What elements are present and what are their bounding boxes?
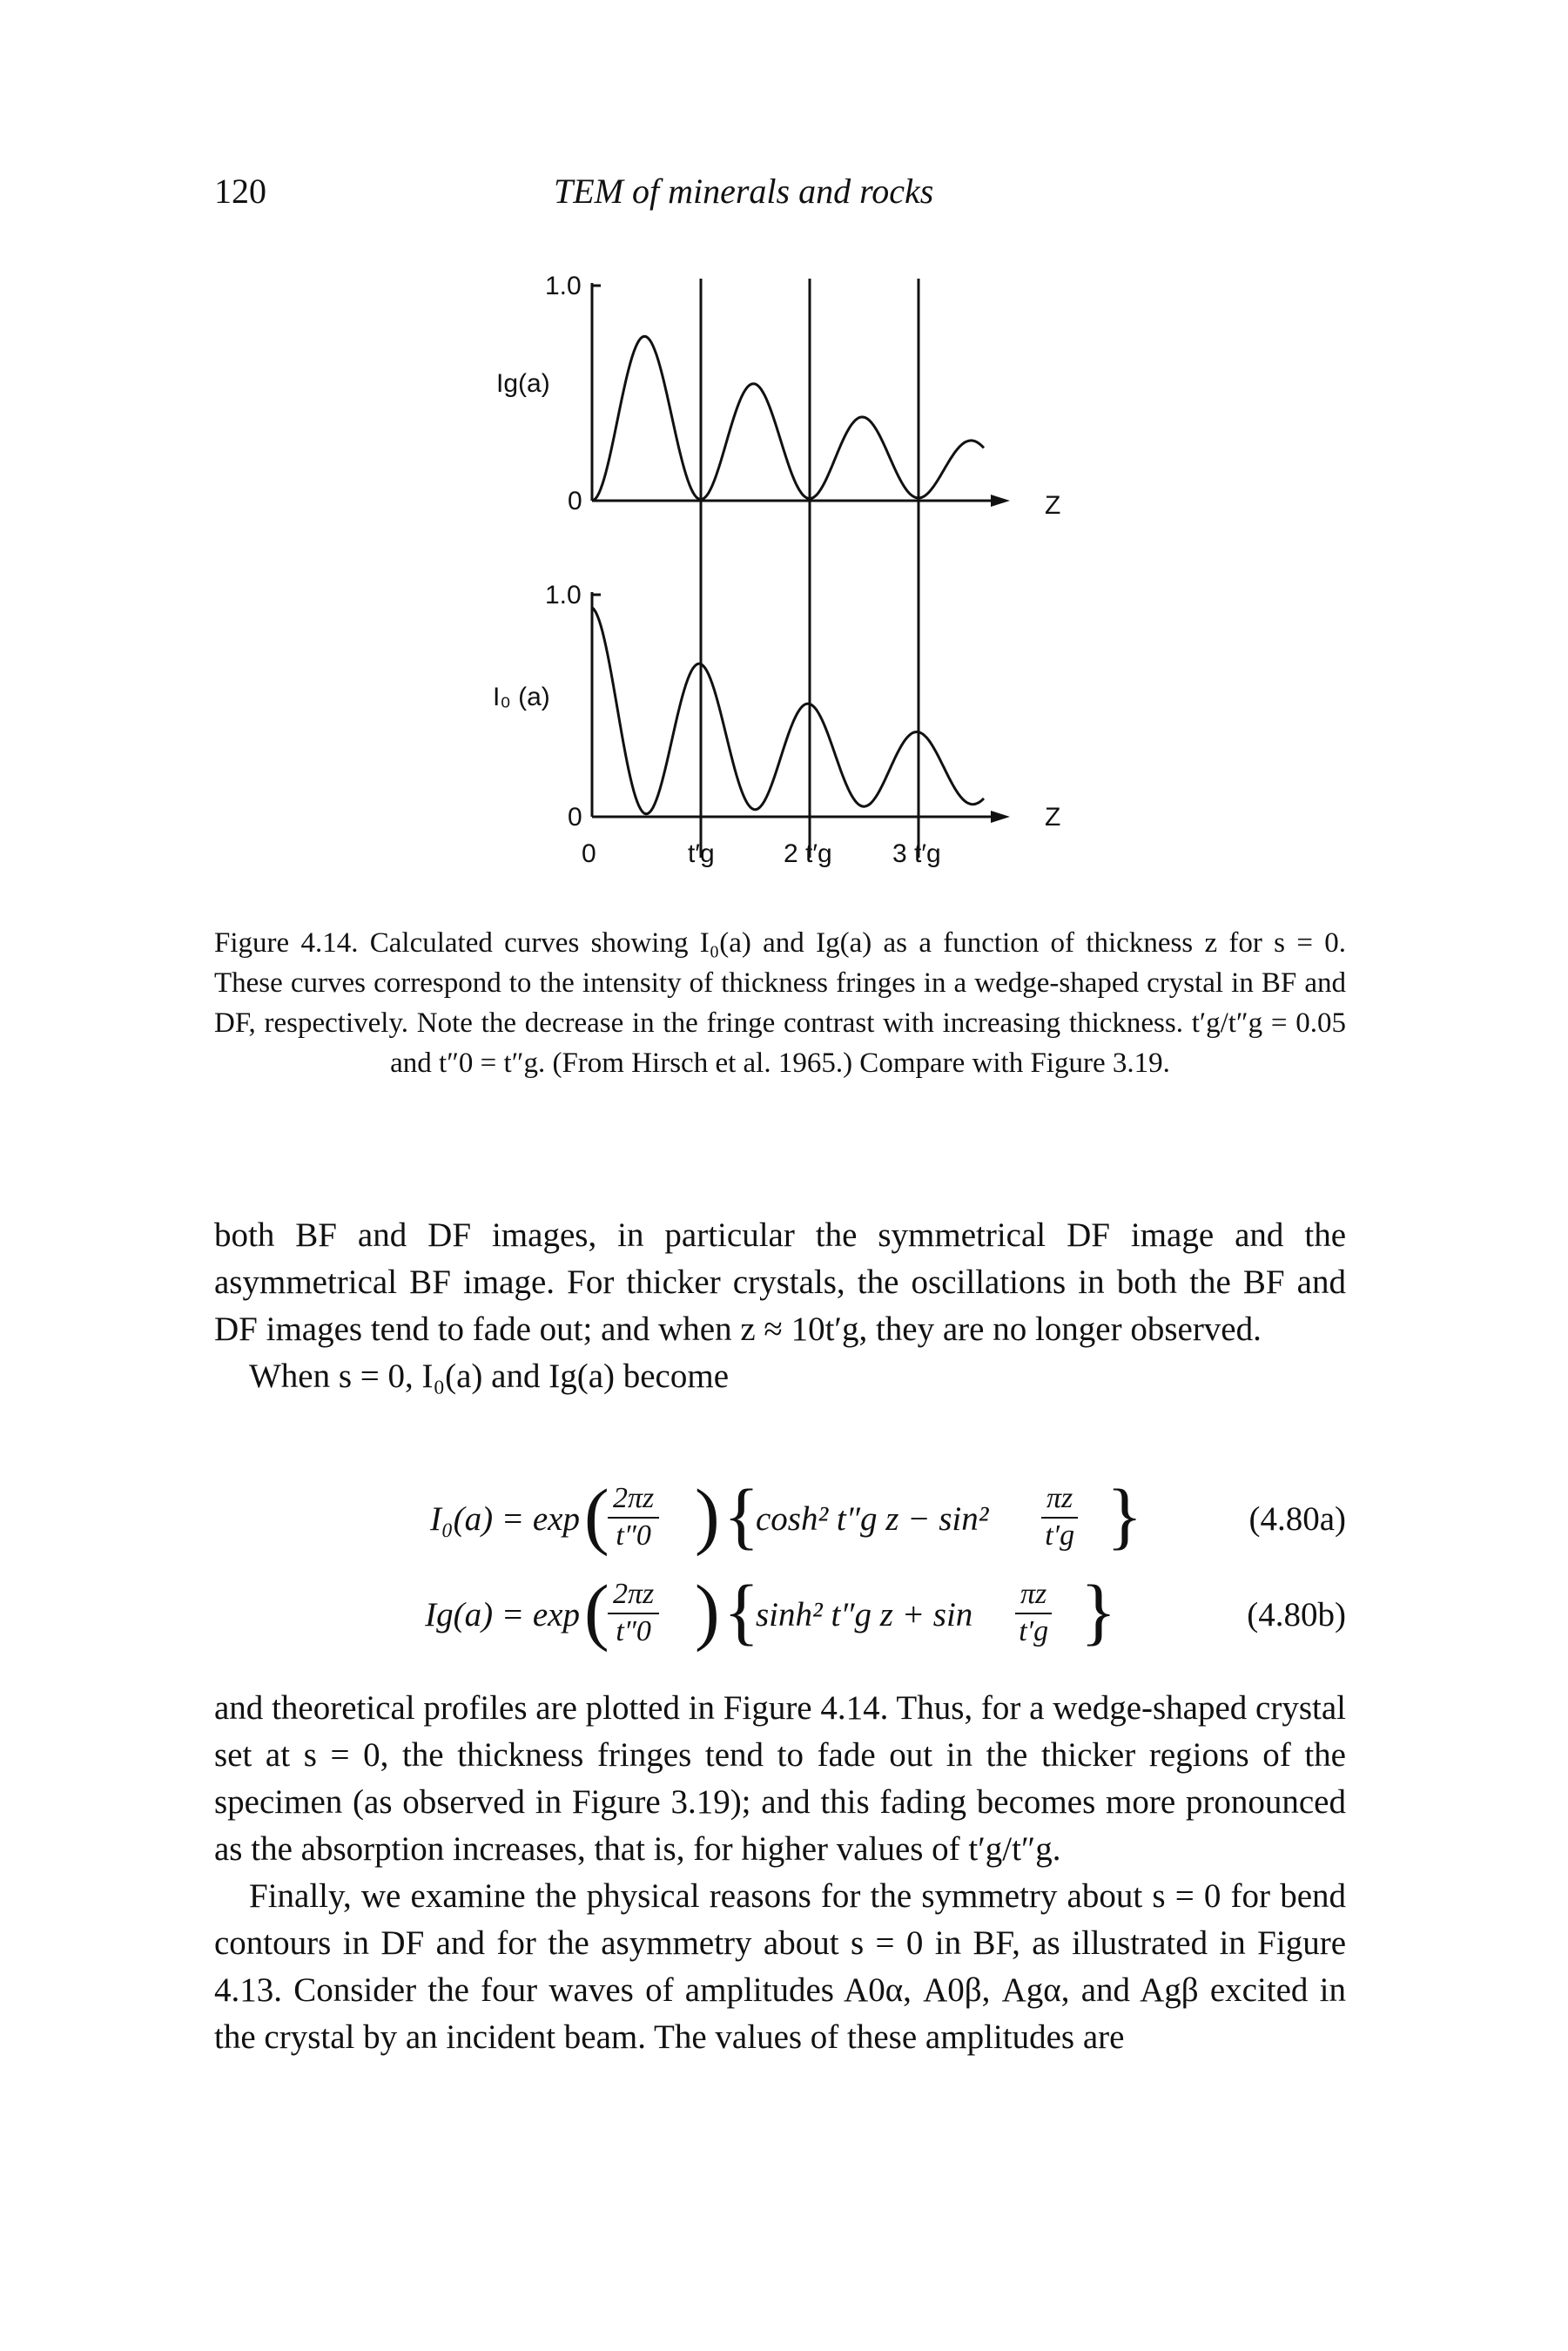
- top-arrowhead: [991, 495, 1010, 507]
- paragraph-1-block: both BF and DF images, in particular the…: [214, 1212, 1346, 1400]
- eq-b-lhs: Ig(a) = exp: [425, 1596, 580, 1634]
- eq-a-fraction: 2πz t″0: [608, 1480, 660, 1553]
- xtick-3: 3 t′g: [892, 839, 941, 868]
- figure-caption: Figure 4.14. Calculated curves showing I…: [214, 923, 1346, 1083]
- eq-b-fraction: 2πz t″0: [608, 1576, 660, 1649]
- paragraph-3: and theoretical profiles are plotted in …: [214, 1689, 1346, 1868]
- xtick-0: 0: [582, 839, 596, 868]
- top-ymax-label: 1.0: [545, 272, 582, 300]
- page-header: 120 TEM of minerals and rocks: [214, 171, 1346, 223]
- xtick-1: t′g: [688, 839, 715, 868]
- eq-a-lhs: I₀(a) = exp: [430, 1500, 580, 1538]
- page-number: 120: [214, 172, 266, 211]
- paragraph-1: both BF and DF images, in particular the…: [214, 1216, 1346, 1348]
- eq-a-core: cosh² t″g z − sin²: [756, 1500, 989, 1538]
- eq-b-label: (4.80b): [1247, 1596, 1346, 1634]
- eq-b-core: sinh² t″g z + sin: [756, 1596, 973, 1634]
- top-ylabel: Ig(a): [496, 369, 550, 398]
- bottom-xlabel: Z: [1045, 803, 1060, 832]
- top-xlabel: Z: [1045, 491, 1060, 520]
- curve-i0: [590, 606, 986, 816]
- bottom-ylabel: I₀ (a): [493, 683, 550, 711]
- bottom-ymax-label: 1.0: [545, 581, 582, 610]
- paragraph-4: Finally, we examine the physical reasons…: [214, 1877, 1346, 2056]
- running-title: TEM of minerals and rocks: [554, 172, 934, 211]
- equation-4-80b: Ig(a) = exp ( 2πz t″0 ) { sinh² t″g z + …: [425, 1569, 1346, 1653]
- curve-ig: [591, 334, 986, 502]
- xtick-2: 2 t′g: [784, 839, 832, 868]
- bottom-arrowhead: [991, 811, 1010, 823]
- paragraph-2: When s = 0, I₀(a) and Ig(a) become: [249, 1357, 730, 1395]
- equation-4-80a: I₀(a) = exp ( 2πz t″0 ) { cosh² t″g z − …: [430, 1473, 1346, 1557]
- eq-a-fraction-2: πz t′g: [1041, 1480, 1079, 1553]
- bottom-ymin-label: 0: [568, 803, 582, 832]
- caption-text: Figure 4.14. Calculated curves showing I…: [214, 927, 1346, 1079]
- eq-b-fraction-2: πz t′g: [1015, 1576, 1053, 1649]
- top-ymin-label: 0: [568, 487, 582, 515]
- paragraph-3-block: and theoretical profiles are plotted in …: [214, 1685, 1346, 2061]
- figure-4-14: 1.0 0 Ig(a) Z 1.0 0 I₀ (a) Z 0 t′g 2 t′g…: [493, 272, 1060, 868]
- eq-a-label: (4.80a): [1248, 1500, 1346, 1538]
